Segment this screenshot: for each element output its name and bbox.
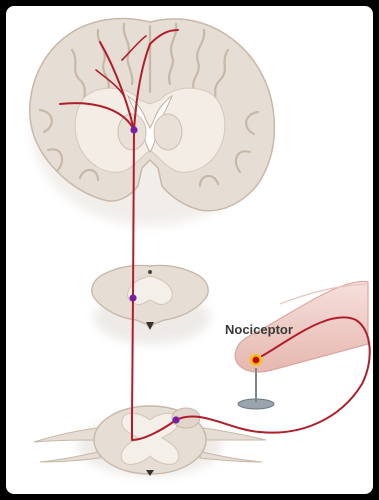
brain-section xyxy=(30,19,275,226)
nociceptor-ending xyxy=(253,357,260,364)
thalamus-right xyxy=(154,114,182,150)
finger-section xyxy=(235,281,368,409)
spinal-synapse xyxy=(172,416,179,423)
nociceptor-label: Nociceptor xyxy=(225,322,293,337)
medulla-synapse xyxy=(129,294,136,301)
medulla-section xyxy=(92,265,210,344)
thalamus-synapse xyxy=(130,126,137,133)
pain-pathway-diagram xyxy=(6,6,373,494)
central-canal xyxy=(148,270,152,274)
spinal-cord-section xyxy=(34,406,266,476)
